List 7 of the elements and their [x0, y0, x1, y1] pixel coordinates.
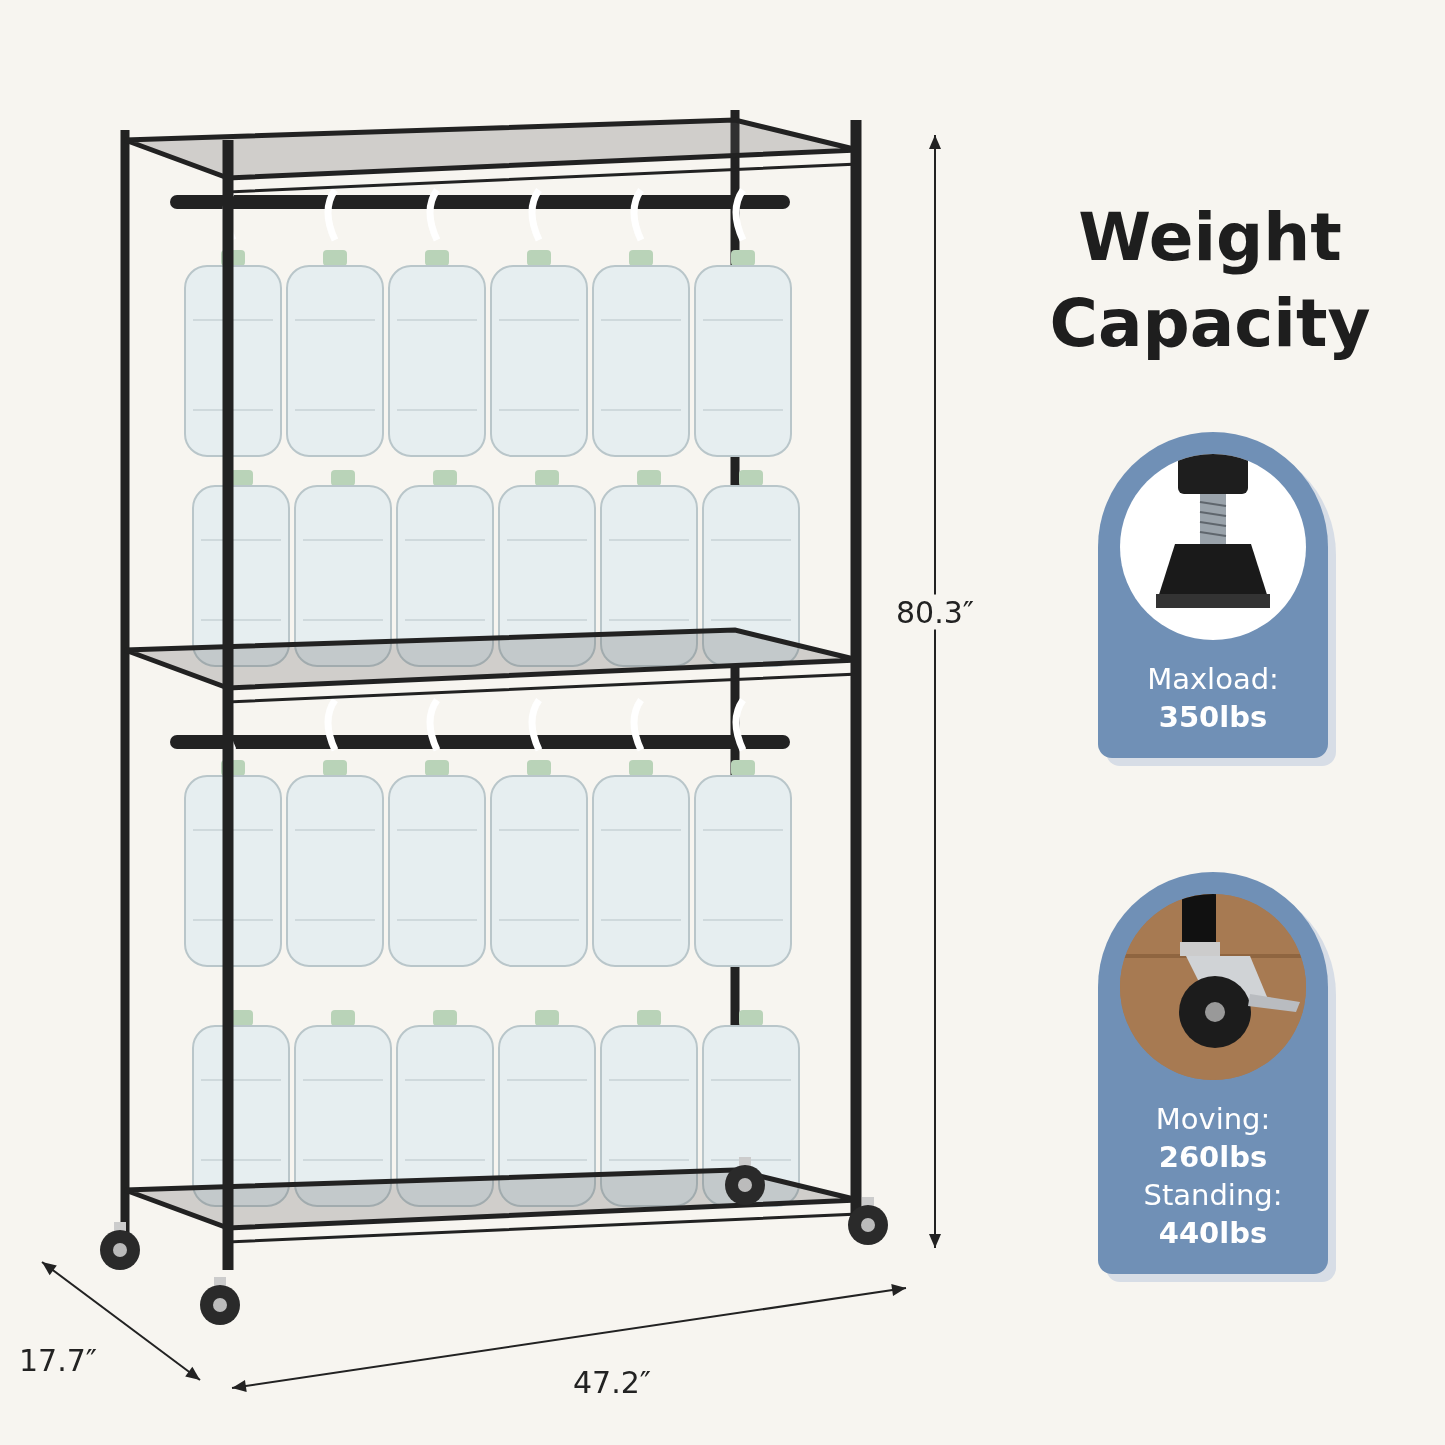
title: Weight Capacity	[1048, 198, 1372, 364]
weight-label: Moving:	[1155, 1101, 1271, 1138]
weight-value: 440lbs	[1158, 1215, 1268, 1252]
weight-value: 260lbs	[1158, 1139, 1268, 1176]
weight-label: Maxload:	[1147, 661, 1279, 698]
weight-label: Standing:	[1143, 1177, 1283, 1214]
weight-value: 350lbs	[1158, 699, 1268, 736]
